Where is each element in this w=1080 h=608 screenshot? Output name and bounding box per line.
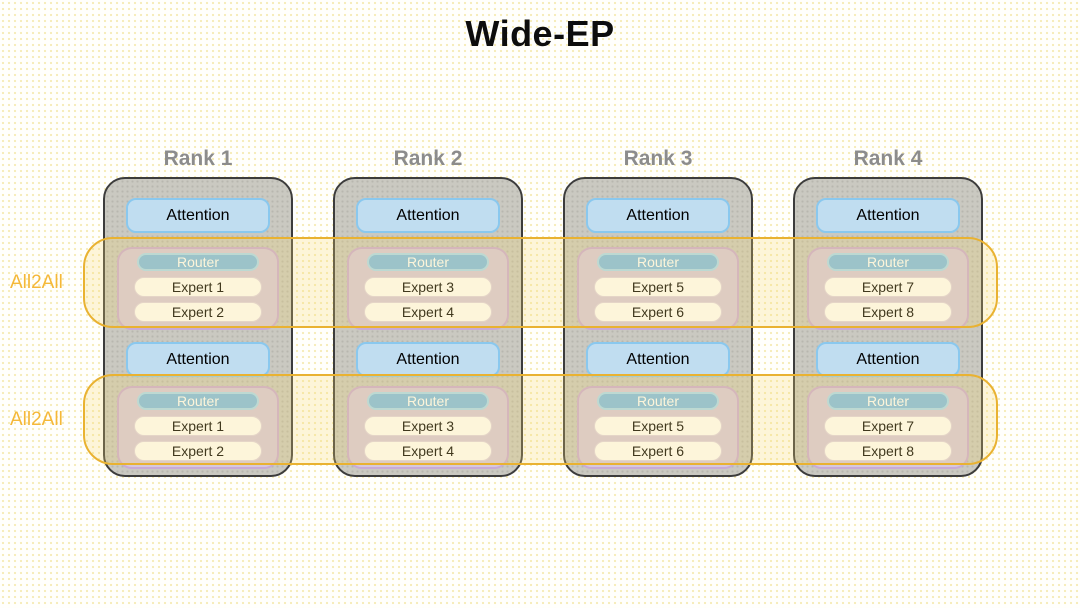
router-pill: Router [827,392,949,410]
all2all-label: All2All [10,409,63,430]
page-title: Wide-EP [465,13,615,54]
expert-group: Router Expert 7 Expert 8 [807,247,969,330]
attention-block: Attention [126,198,270,233]
router-pill: Router [597,392,719,410]
router-pill: Router [597,253,719,271]
rank-column-4: Rank 4 Attention Router Expert 7 Expert … [793,146,983,477]
expert-pill: Expert 8 [824,302,952,322]
rank-label: Rank 2 [393,147,463,170]
rank-box: Attention Router Expert 5 Expert 6 Atten… [563,177,753,477]
rank-column-1: Rank 1 Attention Router Expert 1 Expert … [103,146,293,477]
attention-block: Attention [586,198,730,233]
expert-pill: Expert 6 [594,441,722,461]
expert-pill: Expert 4 [364,441,492,461]
expert-group: Router Expert 1 Expert 2 [117,247,279,330]
rank-label: Rank 4 [853,147,923,170]
rank-box: Attention Router Expert 7 Expert 8 Atten… [793,177,983,477]
ranks-row: Rank 1 Attention Router Expert 1 Expert … [103,146,983,477]
expert-pill: Expert 1 [134,277,262,297]
expert-pill: Expert 1 [134,416,262,436]
attention-block: Attention [126,342,270,377]
expert-pill: Expert 5 [594,277,722,297]
rank-column-3: Rank 3 Attention Router Expert 5 Expert … [563,146,753,477]
attention-block: Attention [356,198,500,233]
attention-block: Attention [586,342,730,377]
expert-pill: Expert 6 [594,302,722,322]
rank-label: Rank 1 [163,147,233,170]
router-pill: Router [137,392,259,410]
attention-block: Attention [356,342,500,377]
router-pill: Router [367,392,489,410]
expert-pill: Expert 7 [824,277,952,297]
expert-pill: Expert 5 [594,416,722,436]
expert-group: Router Expert 3 Expert 4 [347,247,509,330]
expert-pill: Expert 7 [824,416,952,436]
all2all-label: All2All [10,272,63,293]
expert-group: Router Expert 7 Expert 8 [807,386,969,469]
expert-pill: Expert 4 [364,302,492,322]
expert-pill: Expert 8 [824,441,952,461]
attention-block: Attention [816,342,960,377]
router-pill: Router [367,253,489,271]
expert-group: Router Expert 5 Expert 6 [577,386,739,469]
expert-group: Router Expert 5 Expert 6 [577,247,739,330]
rank-box: Attention Router Expert 3 Expert 4 Atten… [333,177,523,477]
expert-pill: Expert 2 [134,302,262,322]
attention-block: Attention [816,198,960,233]
expert-pill: Expert 3 [364,277,492,297]
expert-pill: Expert 3 [364,416,492,436]
expert-group: Router Expert 1 Expert 2 [117,386,279,469]
router-pill: Router [827,253,949,271]
expert-pill: Expert 2 [134,441,262,461]
rank-box: Attention Router Expert 1 Expert 2 Atten… [103,177,293,477]
rank-label: Rank 3 [623,147,693,170]
router-pill: Router [137,253,259,271]
expert-group: Router Expert 3 Expert 4 [347,386,509,469]
rank-column-2: Rank 2 Attention Router Expert 3 Expert … [333,146,523,477]
